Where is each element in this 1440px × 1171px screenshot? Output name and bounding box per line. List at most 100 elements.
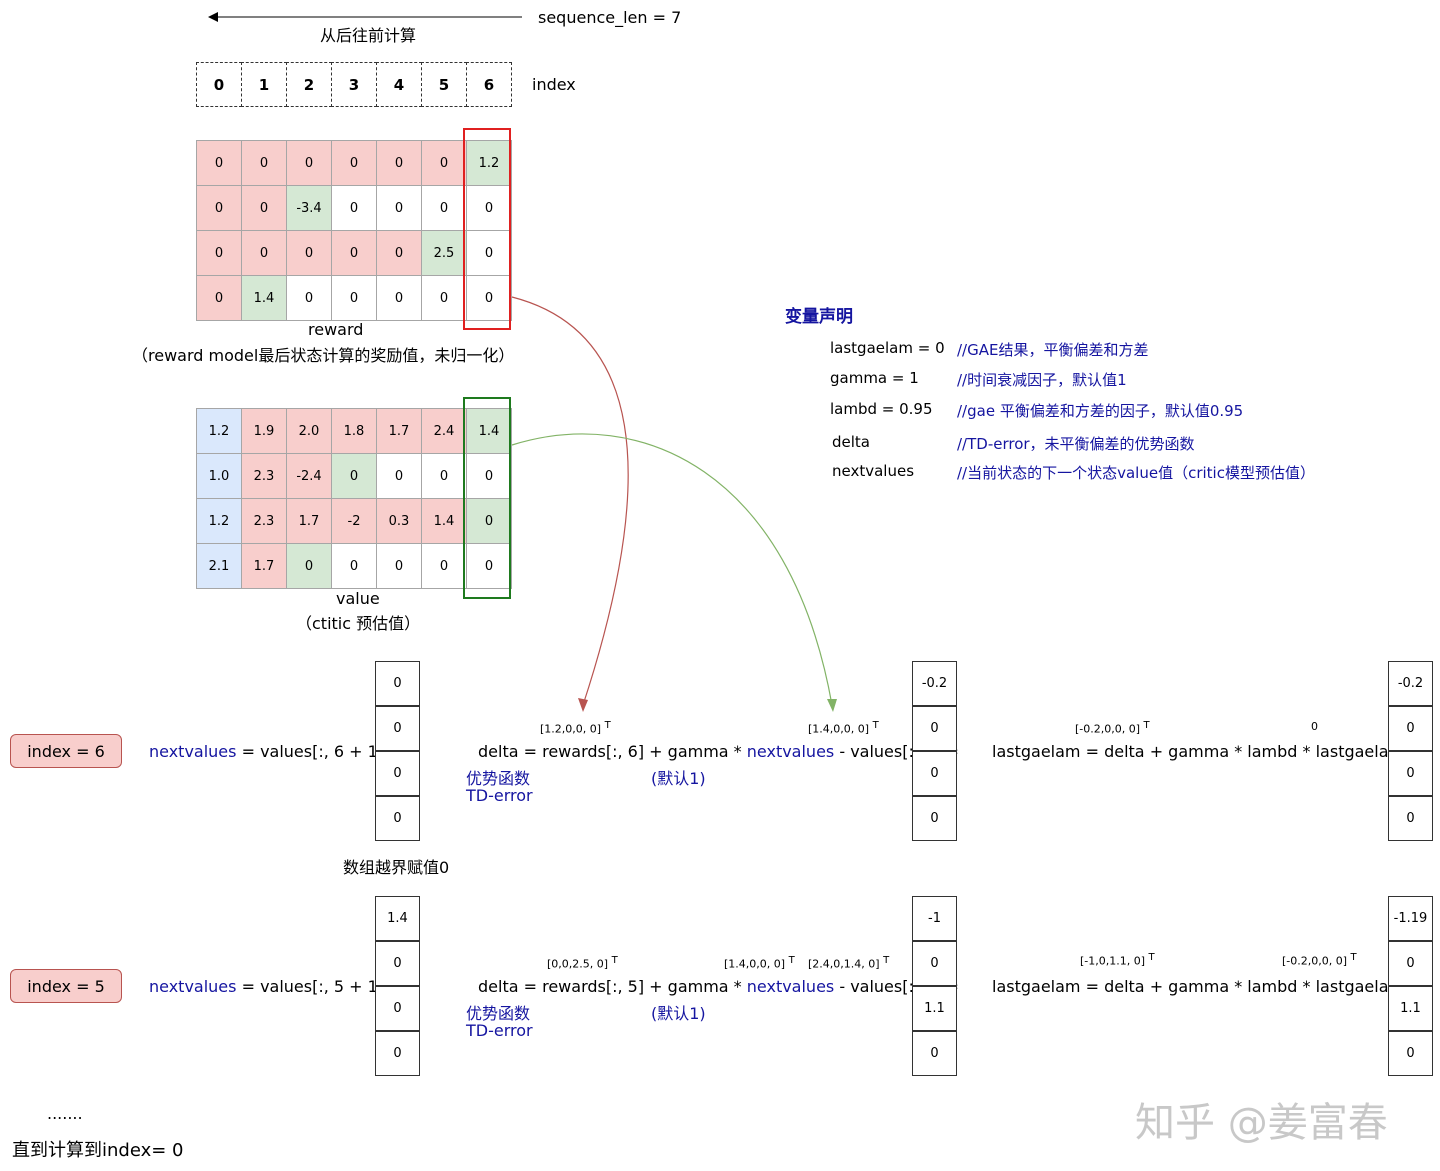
value-cell: 0 bbox=[331, 453, 377, 499]
step5-delta-cell: 1.1 bbox=[912, 986, 957, 1031]
reward-cell: 0 bbox=[241, 185, 287, 231]
step6-delta-cell: 0 bbox=[912, 706, 957, 751]
reward-cell: 0 bbox=[466, 275, 512, 321]
step5-delta-cell: 0 bbox=[912, 941, 957, 986]
step5-reward-vector-label: [0,0,2.5, 0] T bbox=[547, 955, 618, 971]
step6-nextvalues-formula: nextvalues = values[:, 6 + 1] = bbox=[149, 742, 403, 761]
continuation-dots: ....... bbox=[47, 1104, 83, 1123]
reward-cell: 0 bbox=[466, 185, 512, 231]
reward-cell: 0 bbox=[331, 275, 377, 321]
decl-delta: delta bbox=[832, 433, 870, 451]
value-cell: 0 bbox=[376, 453, 422, 499]
reward-cell: 0 bbox=[376, 185, 422, 231]
step6-default-note: (默认1) bbox=[651, 769, 706, 788]
step5-default-note: (默认1) bbox=[651, 1004, 706, 1023]
decl-lastgaelam: lastgaelam = 0 bbox=[830, 339, 945, 357]
value-title: value bbox=[336, 589, 380, 608]
decl-lambd: lambd = 0.95 bbox=[830, 400, 933, 418]
step5-next-vector-label: [1.4,0,0, 0] T bbox=[724, 955, 795, 971]
step6-gae-cell: 0 bbox=[1388, 751, 1433, 796]
watermark: 知乎 @姜富春 bbox=[1135, 1100, 1388, 1146]
step6-nextvalues-cell: 0 bbox=[375, 661, 420, 706]
step5-nextvalues-cell: 0 bbox=[375, 1031, 420, 1076]
value-cell: 0 bbox=[286, 543, 332, 589]
index-cell: 4 bbox=[376, 62, 422, 107]
value-cell: 0 bbox=[376, 543, 422, 589]
step6-reward-vector-label: [1.2,0,0, 0] T bbox=[540, 720, 611, 736]
step5-advantage-label: 优势函数 bbox=[466, 1004, 531, 1023]
step6-gae-cell: 0 bbox=[1388, 796, 1433, 841]
step5-index-badge: index = 5 bbox=[10, 969, 122, 1003]
reward-cell: -3.4 bbox=[286, 185, 332, 231]
decl-delta-comment: //TD-error，未平衡偏差的优势函数 bbox=[957, 435, 1195, 453]
value-cell: 1.7 bbox=[286, 498, 332, 544]
reward-cell: 0 bbox=[286, 275, 332, 321]
step5-delta-cell: -1 bbox=[912, 896, 957, 941]
step6-delta-cell: 0 bbox=[912, 796, 957, 841]
step5-nextvalues-cell: 0 bbox=[375, 986, 420, 1031]
decl-lastgaelam-comment: //GAE结果，平衡偏差和方差 bbox=[957, 341, 1149, 359]
reward-cell: 1.2 bbox=[466, 140, 512, 186]
reward-last-column-highlight bbox=[463, 128, 511, 330]
reward-title: reward bbox=[308, 320, 364, 339]
value-cell: 0 bbox=[466, 498, 512, 544]
reward-cell: 0 bbox=[421, 275, 467, 321]
step5-gae-cell: -1.19 bbox=[1388, 896, 1433, 941]
step6-gae-cell: -0.2 bbox=[1388, 661, 1433, 706]
step6-gae-last-label: 0 bbox=[1311, 720, 1318, 733]
step6-delta-cell: 0 bbox=[912, 751, 957, 796]
step6-value-vector-label: [1.4,0,0, 0] T bbox=[808, 720, 879, 736]
step5-delta-cell: 0 bbox=[912, 1031, 957, 1076]
reward-cell: 0 bbox=[196, 230, 242, 276]
step5-gae-delta-label: [-1,0,1.1, 0] T bbox=[1080, 952, 1155, 968]
until-index-zero-note: 直到计算到index= 0 bbox=[12, 1140, 184, 1161]
index-cell: 0 bbox=[196, 62, 242, 107]
reward-cell: 0 bbox=[376, 230, 422, 276]
decl-nextvalues: nextvalues bbox=[832, 462, 915, 480]
step6-delta-cell: -0.2 bbox=[912, 661, 957, 706]
value-last-column-highlight bbox=[463, 397, 511, 599]
step6-delta-formula: delta = rewards[:, 6] + gamma * nextvalu… bbox=[478, 742, 959, 761]
reward-subtitle: （reward model最后状态计算的奖励值，未归一化） bbox=[132, 346, 515, 365]
step6-nextvalues-cell: 0 bbox=[375, 796, 420, 841]
value-cell: 1.4 bbox=[466, 408, 512, 454]
value-cell: -2.4 bbox=[286, 453, 332, 499]
step6-gae-formula: lastgaelam = delta + gamma * lambd * las… bbox=[992, 742, 1423, 761]
index-cell: 6 bbox=[466, 62, 512, 107]
step6-tderror-label: TD-error bbox=[466, 786, 533, 805]
value-cell: 1.8 bbox=[331, 408, 377, 454]
direction-label: 从后往前计算 bbox=[320, 26, 417, 45]
step5-gae-cell: 0 bbox=[1388, 941, 1433, 986]
decl-gamma: gamma = 1 bbox=[830, 369, 919, 387]
declarations-heading: 变量声明 bbox=[785, 307, 853, 327]
reward-cell: 0 bbox=[241, 140, 287, 186]
reward-cell: 0 bbox=[196, 275, 242, 321]
decl-nextvalues-comment: //当前状态的下一个状态value值（critic模型预估值） bbox=[957, 464, 1315, 482]
value-cell: 0 bbox=[466, 543, 512, 589]
value-cell: 1.7 bbox=[241, 543, 287, 589]
value-cell: 1.7 bbox=[376, 408, 422, 454]
index-label: index bbox=[532, 75, 576, 94]
value-cell: 2.3 bbox=[241, 453, 287, 499]
flow-arrows bbox=[511, 296, 837, 712]
reward-cell: 0 bbox=[331, 230, 377, 276]
step5-nextvalues-cell: 0 bbox=[375, 941, 420, 986]
step6-oob-note: 数组越界赋值0 bbox=[343, 858, 450, 877]
step6-gae-delta-label: [-0.2,0,0, 0] T bbox=[1075, 720, 1150, 736]
step5-tderror-label: TD-error bbox=[466, 1021, 533, 1040]
value-cell: 0 bbox=[421, 543, 467, 589]
value-cell: 0 bbox=[331, 543, 377, 589]
step5-gae-formula: lastgaelam = delta + gamma * lambd * las… bbox=[992, 977, 1423, 996]
step5-nextvalues-formula: nextvalues = values[:, 5 + 1] = bbox=[149, 977, 403, 996]
index-cell: 5 bbox=[421, 62, 467, 107]
step5-value-vector-label: [2.4,0,1.4, 0] T bbox=[808, 955, 890, 971]
reward-cell: 0 bbox=[331, 185, 377, 231]
value-cell: 0.3 bbox=[376, 498, 422, 544]
step6-index-badge: index = 6 bbox=[10, 734, 122, 768]
reward-cell: 0 bbox=[421, 140, 467, 186]
value-cell: 1.4 bbox=[421, 498, 467, 544]
value-cell: 1.2 bbox=[196, 498, 242, 544]
value-cell: 0 bbox=[466, 453, 512, 499]
sequence-len-label: sequence_len = 7 bbox=[538, 8, 682, 27]
reward-cell: 1.4 bbox=[241, 275, 287, 321]
